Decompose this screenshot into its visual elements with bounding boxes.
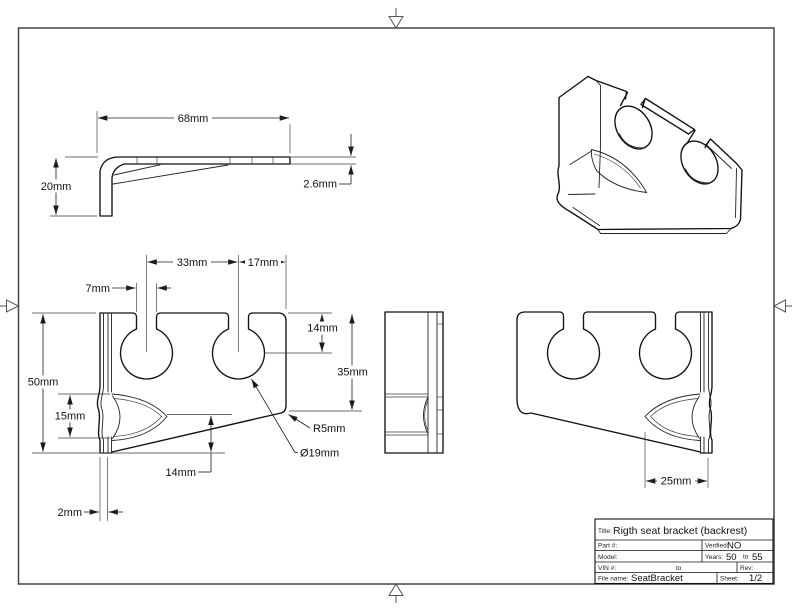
view-edge	[384, 311, 444, 454]
dim-20mm-label: 20mm	[41, 181, 72, 193]
dim-dia19mm-label: Ø19mm	[300, 448, 339, 460]
title-block-frame	[594, 518, 774, 585]
dimension-35mm: 35mm	[334, 314, 371, 410]
dim-15mm-label: 15mm	[55, 411, 86, 423]
view-side-profile: 68mm 20mm 2.6mm	[38, 111, 356, 217]
dimension-15mm: 15mm	[52, 395, 89, 437]
title-block: Title: Rigth seat bracket (backrest) Par…	[594, 518, 774, 585]
dim-14mm-bottom-label: 14mm	[165, 467, 196, 479]
dimension-14mm-bottom: 14mm	[165, 415, 214, 479]
back-outline	[516, 311, 713, 454]
dimension-14mm-top: 14mm	[304, 314, 341, 352]
dim-25mm-label: 25mm	[661, 476, 692, 488]
bend-ticks	[136, 157, 274, 164]
years-label: Years:	[705, 554, 723, 561]
file-name-value: SeatBracket	[631, 573, 683, 584]
dimension-7mm: 7mm	[86, 283, 171, 295]
sheet-frame	[0, 8, 792, 603]
years-from-value: 50	[726, 552, 737, 563]
drawing-title: Rigth seat bracket (backrest)	[613, 525, 747, 537]
registration-mark-left	[0, 299, 20, 313]
dim-7mm-label: 7mm	[86, 283, 110, 295]
profile-outline	[99, 156, 291, 217]
dimension-68mm: 68mm	[98, 111, 289, 125]
dim-14mm-top-label: 14mm	[307, 323, 338, 335]
dim-2mm-label: 2mm	[58, 507, 82, 519]
border-rect	[17, 27, 775, 585]
dim-35mm-label: 35mm	[337, 367, 368, 379]
dim-2.6mm-label: 2.6mm	[303, 179, 337, 191]
iso-gusset	[590, 148, 648, 194]
dimension-50mm: 50mm	[25, 314, 62, 452]
iso-silhouette	[556, 75, 743, 231]
iso-hole-1	[614, 105, 653, 150]
registration-mark-top	[388, 8, 404, 29]
dim-r5mm-label: R5mm	[313, 423, 345, 435]
file-label: File name:	[598, 576, 629, 583]
years-to-word: to	[743, 554, 749, 561]
rib-leaf	[111, 393, 168, 441]
iso-hole-2	[680, 140, 719, 185]
sheet-label: Sheet:	[720, 576, 739, 583]
front-outline	[96, 312, 287, 454]
view-front: 33mm 17mm 7mm 50mm 15mm	[25, 255, 371, 521]
verified-value: NO	[727, 541, 741, 552]
dimension-r5mm: R5mm	[288, 414, 345, 435]
years-to-value: 55	[752, 552, 763, 563]
edge-rib-arc	[423, 396, 429, 435]
dimension-2mm: 2mm	[58, 507, 123, 519]
view-back: 25mm	[516, 311, 713, 488]
dim-68mm-label: 68mm	[178, 113, 209, 125]
dimension-dia19mm: Ø19mm	[251, 378, 339, 460]
dim-50mm-label: 50mm	[28, 377, 59, 389]
dimension-20mm: 20mm	[38, 158, 75, 215]
view-isometric	[556, 75, 743, 234]
edge-outline	[384, 311, 444, 454]
vin-to-word: to	[676, 565, 682, 572]
verified-label: Verified:	[705, 543, 729, 550]
dimension-33mm: 33mm	[147, 255, 238, 269]
dimension-25mm: 25mm	[646, 474, 707, 488]
model-label: Model:	[598, 554, 618, 561]
part-label: Part #:	[598, 543, 617, 550]
dimension-17mm: 17mm	[239, 255, 285, 269]
back-rib-leaf	[644, 393, 701, 441]
sheet-value: 1/2	[749, 573, 762, 584]
registration-mark-bottom	[388, 583, 404, 603]
dim-33mm-label: 33mm	[177, 257, 208, 269]
title-label: Title:	[598, 528, 612, 535]
rev-label: Rev:	[740, 565, 754, 572]
vin-label: VIN #:	[598, 565, 616, 572]
dimension-2.6mm: 2.6mm	[303, 134, 354, 191]
dim-17mm-label: 17mm	[248, 257, 279, 269]
registration-mark-right	[772, 299, 792, 313]
